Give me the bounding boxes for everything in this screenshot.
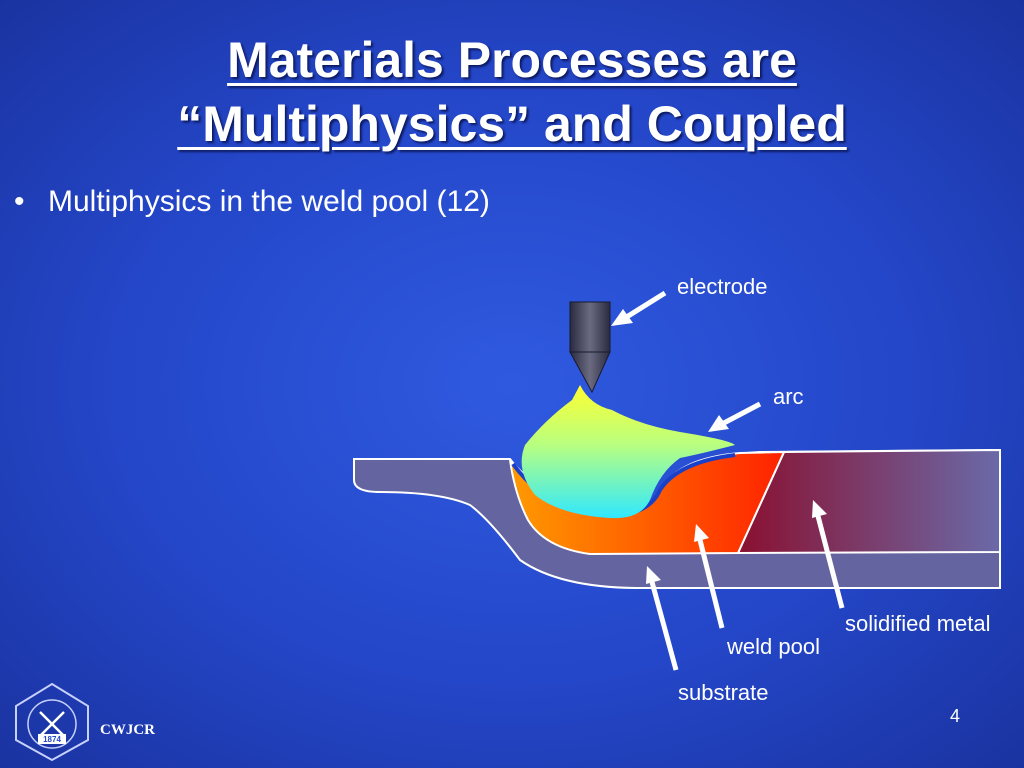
weld-pool-label: weld pool xyxy=(727,634,820,659)
title-line-1: Materials Processes are xyxy=(227,32,797,88)
bullet-marker: • xyxy=(14,185,25,218)
org-name: CWJCR xyxy=(100,722,155,738)
substrate-arrow xyxy=(646,566,679,671)
weld-pool-arrow xyxy=(694,524,725,629)
electrode-tip xyxy=(569,351,611,394)
solidified-metal-label: solidified metal xyxy=(845,611,991,636)
bullet-item: • Multiphysics in the weld pool (12) xyxy=(14,182,490,222)
arc-label: arc xyxy=(773,384,804,409)
arc-plasma-shape xyxy=(521,385,735,519)
solidified-metal-arrow xyxy=(812,500,845,609)
seal-year: 1874 xyxy=(43,735,61,744)
arc-arrow xyxy=(708,401,762,432)
title-line-2: “Multiphysics” and Coupled xyxy=(177,96,847,152)
colorado-school-of-mines-seal: 1874 xyxy=(15,682,89,762)
substrate-label: substrate xyxy=(678,680,769,705)
slide-title: Materials Processes are “Multiphysics” a… xyxy=(0,28,1024,156)
bullet-text: Multiphysics in the weld pool (12) xyxy=(48,185,490,218)
page-number: 4 xyxy=(950,706,961,726)
electrode-arrow xyxy=(611,290,667,326)
electrode-label: electrode xyxy=(677,274,768,299)
electrode-body xyxy=(569,301,611,353)
